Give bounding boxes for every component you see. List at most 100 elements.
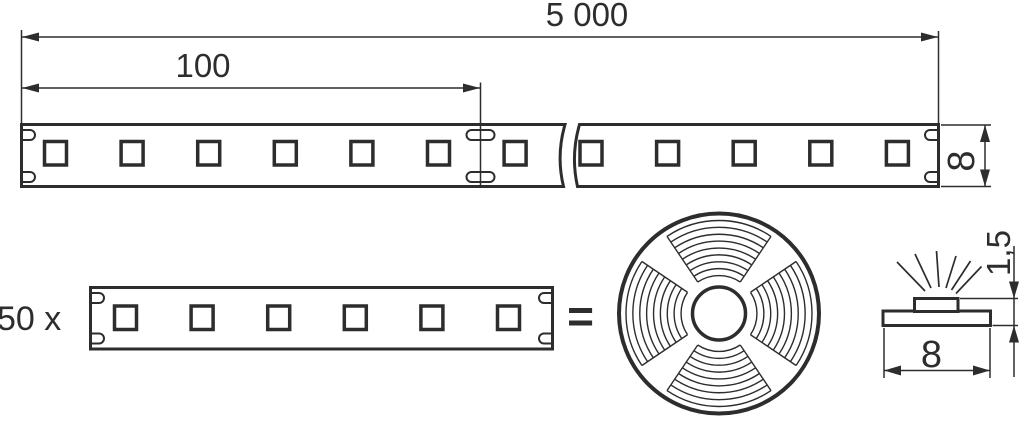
pcb-base (881, 309, 992, 327)
wound-strip-arc (693, 267, 745, 277)
led-chip (884, 139, 911, 167)
sector-edge (666, 344, 699, 391)
sector-edge (739, 344, 772, 391)
segment-body (89, 286, 554, 351)
dim-segment-length: 100 (22, 47, 482, 188)
wound-strip-arc (784, 268, 799, 359)
led-chip (189, 304, 215, 332)
led-strip-segment (89, 286, 554, 351)
wound-strip-arc (755, 288, 765, 339)
led-chip (342, 304, 369, 332)
wound-strip-arc (659, 280, 671, 347)
led-row-top (42, 139, 911, 167)
equals-sign: = (567, 290, 594, 342)
dim-section-height-label: 1,5 (980, 230, 1017, 276)
sector-edge (641, 260, 688, 293)
sector-edge (750, 260, 797, 293)
wound-strip-arc (652, 276, 666, 351)
led-chip (265, 304, 292, 332)
led-chip (419, 304, 445, 332)
solder-pad (924, 171, 939, 183)
wound-strip-arc (767, 280, 779, 347)
cross-section: 1,5 8 (881, 230, 1019, 378)
solder-pad (538, 332, 553, 345)
wound-strip-arc (685, 361, 753, 373)
sector-edge (750, 334, 797, 367)
sector-edge (739, 236, 772, 283)
wound-strip-arc (685, 254, 753, 266)
arrowhead-up-icon (980, 125, 990, 142)
arrowhead-left-icon (884, 365, 901, 376)
wound-strip-arc (689, 355, 749, 366)
wound-strip-arc (666, 219, 772, 237)
led-chip (731, 139, 757, 167)
sector-edge (641, 334, 688, 367)
wound-strip-arc (670, 226, 768, 243)
dim-total-length-label: 5 000 (546, 0, 629, 33)
solder-pad (21, 171, 36, 183)
wound-strip-arc (678, 240, 760, 255)
led-chip (578, 139, 604, 167)
arrowhead-right-icon (973, 365, 990, 376)
arrowhead-down-icon (1009, 281, 1019, 299)
wound-strip-arc (795, 261, 813, 366)
dim-segment-length-label: 100 (175, 47, 230, 84)
wound-strip-arc (666, 284, 677, 343)
led-chip (272, 139, 299, 167)
led-chip (42, 139, 69, 167)
wound-strip-arc (625, 261, 643, 366)
wound-strip-arc (666, 390, 772, 408)
led-chip (502, 139, 528, 167)
wound-strip-arc (682, 367, 756, 380)
light-rays-icon (896, 250, 983, 295)
led-row-segment (112, 304, 522, 332)
wound-strip-arc (749, 291, 758, 336)
reel-hub-circle (690, 285, 748, 342)
wound-strip-arc (778, 272, 793, 355)
arrowhead-left-icon (22, 32, 39, 42)
wound-strip-arc (670, 384, 768, 401)
led-strip-top (20, 123, 940, 188)
dim-section-height: 1,5 (960, 230, 1019, 377)
led-chip (495, 304, 522, 332)
wound-strip-arc (678, 372, 760, 387)
arrowhead-down-icon (980, 169, 990, 187)
wound-strip-arc (682, 247, 756, 260)
multiplier-label: 50 x (0, 300, 61, 338)
sector-edge (666, 236, 699, 283)
wound-strip-arc (761, 284, 772, 343)
wound-strip-arc (697, 274, 741, 283)
solder-pad (924, 129, 939, 141)
arrowhead-right-icon (921, 32, 938, 42)
led-chip (195, 139, 222, 167)
arrowhead-right-icon (463, 83, 480, 93)
reel-icon (617, 211, 821, 416)
wound-strip-arc (689, 261, 749, 272)
solder-pad (90, 332, 105, 345)
led-chip (425, 139, 452, 167)
wound-strip-arc (639, 268, 654, 359)
wound-strip-arc (673, 288, 683, 339)
led-chip (654, 139, 681, 167)
arrowhead-up-icon (1009, 325, 1019, 343)
led-chip (349, 139, 375, 167)
dim-strip-width-label: 8 (941, 150, 983, 171)
wound-strip-arc (697, 344, 741, 353)
solder-pad (90, 292, 105, 304)
wound-strip-arc (789, 264, 806, 363)
wound-strip-arc (680, 291, 689, 336)
led-chip (808, 139, 834, 167)
led-chip (112, 304, 139, 332)
solder-pad (21, 129, 36, 141)
wound-strip-arc (674, 378, 764, 394)
led-chip (119, 139, 145, 167)
dim-strip-width: 8 (941, 124, 991, 188)
solder-pad (538, 292, 553, 304)
wound-strip-arc (772, 276, 786, 351)
wound-strip-arcs (625, 219, 813, 408)
wound-strip-arc (632, 264, 649, 363)
led-package (913, 297, 960, 313)
dim-total-length: 5 000 (20, 0, 940, 124)
